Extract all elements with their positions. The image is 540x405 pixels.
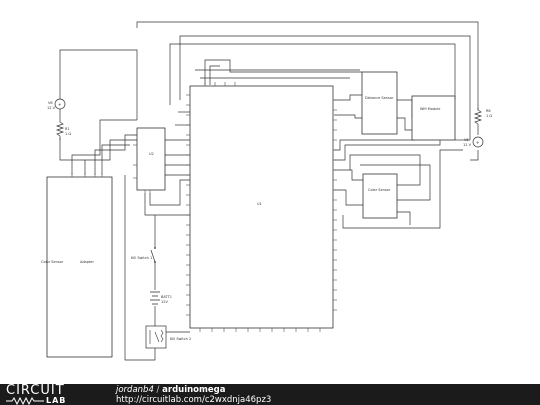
- distance-sensor: Distance Sensor: [361, 71, 398, 135]
- color-sensor-label: Color Sensor: [368, 188, 391, 192]
- r6-resistor: R6 1 Ω: [473, 108, 492, 130]
- v8-source: + V8 12 V: [47, 98, 66, 110]
- r6-value: 1 Ω: [486, 114, 492, 118]
- u1-board: U1: [186, 82, 337, 332]
- credit-separator: /: [153, 385, 163, 395]
- svg-text:+: +: [476, 140, 479, 145]
- project-link[interactable]: arduinomega: [162, 385, 226, 395]
- wifi-module-label: Wifi Module: [420, 107, 440, 111]
- r1-value: 1 Ω: [65, 132, 71, 136]
- wifi-module: Wifi Module: [411, 95, 456, 141]
- v6-label: V6: [464, 138, 469, 142]
- batt1-battery: BATT1 12V: [150, 291, 172, 305]
- r1-resistor: R1 1 Ω: [55, 109, 71, 140]
- r1-label: R1: [65, 127, 70, 131]
- batt1-value: 12V: [161, 300, 168, 304]
- u2-label: U2: [149, 152, 154, 156]
- color-sensor: Color Sensor: [362, 173, 398, 219]
- u1-pins: [186, 82, 337, 332]
- kill-switch-1-label: Kill Switch 1: [131, 256, 152, 260]
- author-link[interactable]: jordanb4: [116, 385, 154, 395]
- schematic-diagram: U1 U2 Color Sensor Adapter Distance Sens…: [41, 21, 493, 361]
- adapter-block: Color Sensor Adapter: [41, 173, 113, 358]
- v6-source: + V6 12 V: [463, 136, 484, 148]
- distance-sensor-label: Distance Sensor: [365, 96, 394, 100]
- v6-value: 12 V: [463, 143, 472, 147]
- u1-label: U1: [257, 202, 262, 206]
- kill-switch-1: Kill Switch 1: [131, 247, 156, 263]
- logo-text-bottom: LAB: [46, 396, 67, 405]
- kill-switch-2-label: Kill Switch 2: [170, 337, 191, 341]
- circuitlab-logo[interactable]: CIRCUIT LAB: [6, 383, 90, 405]
- v8-value: 12 V: [47, 106, 56, 110]
- logo-text-top: CIRCUIT: [6, 383, 65, 398]
- u2-chip: U2: [133, 127, 169, 194]
- resistor-squiggle-icon: [6, 396, 44, 405]
- wires: [59, 21, 479, 361]
- batt1-label: BATT1: [161, 295, 172, 299]
- credit-line: jordanb4 / arduinomega: [116, 385, 225, 395]
- color-sensor-adapter-label: Color Sensor: [41, 260, 64, 264]
- r6-label: R6: [486, 109, 491, 113]
- kill-switch-2: Kill Switch 2: [145, 325, 191, 349]
- adapter-label: Adapter: [80, 260, 94, 264]
- v8-label: V8: [48, 101, 53, 105]
- svg-text:+: +: [58, 102, 61, 107]
- footer-bar: CIRCUIT LAB jordanb4 / arduinomega http:…: [0, 384, 540, 405]
- project-url-link[interactable]: http://circuitlab.com/c2wxdnja46pz3: [116, 395, 272, 405]
